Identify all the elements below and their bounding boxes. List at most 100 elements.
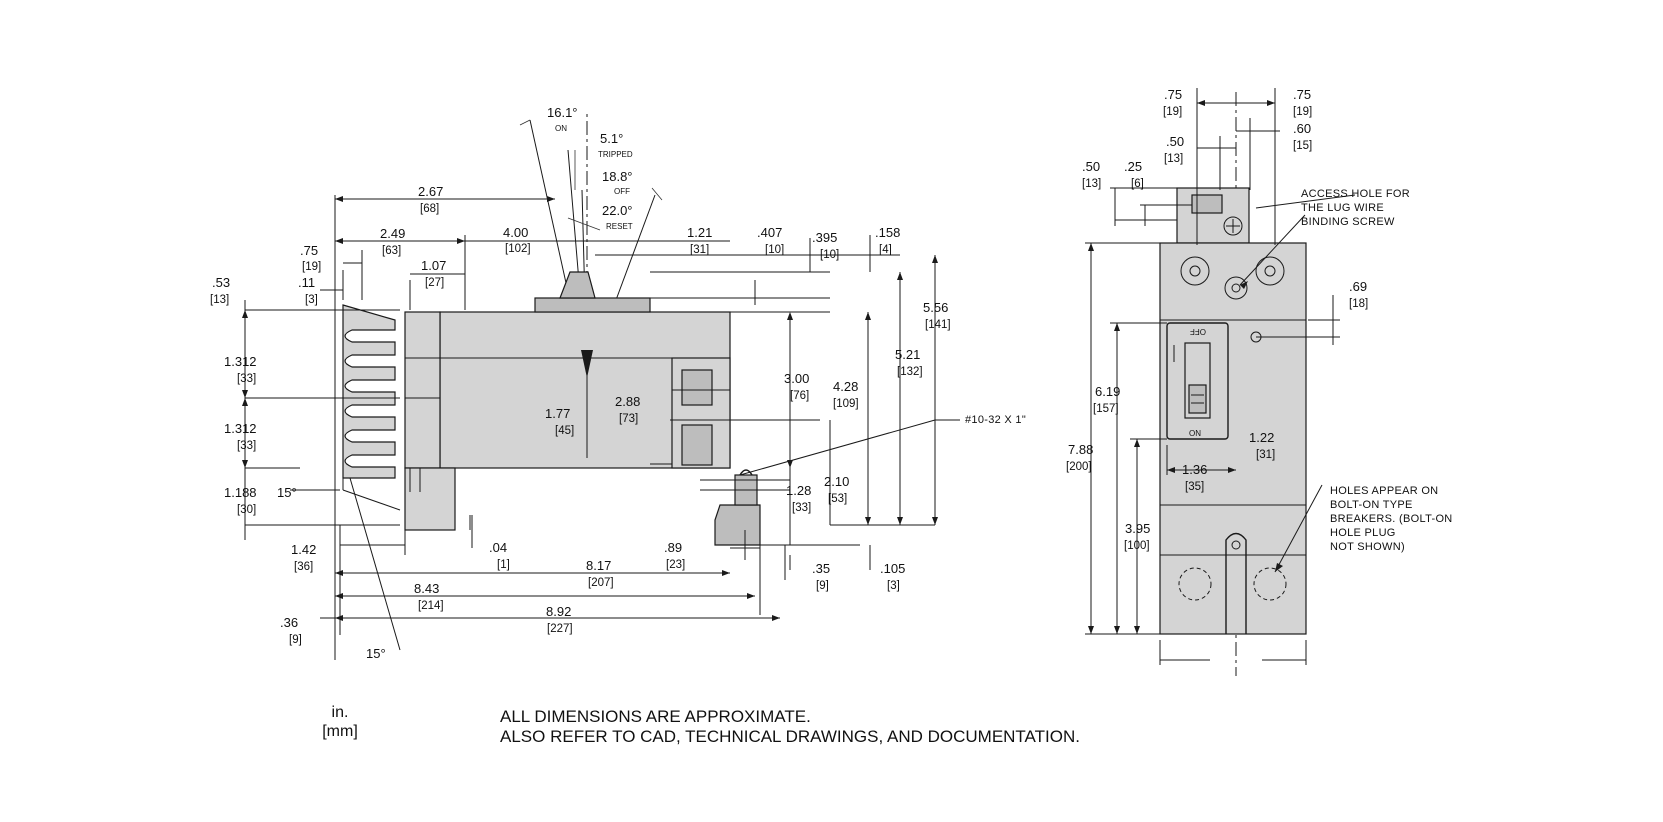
dim-121-mm: [31] — [690, 244, 709, 256]
dim-128-mm: [33] — [792, 502, 811, 514]
dim-1312a-in: 1.312 — [224, 354, 257, 369]
handle-angle-labels: 16.1° ON 5.1° TRIPPED 18.8° OFF 22.0° RE… — [277, 105, 633, 661]
mounting-foot — [700, 469, 790, 560]
holes-note-line4: HOLE PLUG — [1330, 527, 1396, 539]
angle-on-label: ON — [555, 124, 567, 133]
dim-400-in: 4.00 — [503, 225, 528, 240]
extension-lines — [245, 195, 935, 660]
dim-407-mm: [10] — [765, 244, 784, 256]
dim-521-in: 5.21 — [895, 347, 920, 362]
front-dimension-labels: .75 [19] .75 [19] .60 [15] .50 [13] .50 … — [1066, 87, 1368, 552]
angle-on-value: 16.1° — [547, 105, 578, 120]
fdim-395-mm: [100] — [1124, 540, 1150, 552]
dim-089-mm: [23] — [666, 559, 685, 571]
dim-035-in: .35 — [812, 561, 830, 576]
dim-036-in: .36 — [280, 615, 298, 630]
dim-556-mm: [141] — [925, 319, 951, 331]
terminal-hole-right-icon — [1255, 256, 1285, 286]
dim-556-in: 5.56 — [923, 300, 948, 315]
dim-1312b-in: 1.312 — [224, 421, 257, 436]
fdim-075b-in: .75 — [1293, 87, 1311, 102]
handle-mark-bottom: ON — [1189, 429, 1201, 438]
dim-105-in: .105 — [880, 561, 905, 576]
dim-892-in: 8.92 — [546, 604, 571, 619]
fdim-619-mm: [157] — [1093, 403, 1119, 415]
dim-817-in: 8.17 — [586, 558, 611, 573]
lug-angle-top: 15° — [277, 485, 297, 500]
dim-142-mm: [36] — [294, 561, 313, 573]
angle-off-label: OFF — [614, 187, 630, 196]
dim-105-mm: [3] — [887, 580, 900, 592]
fdim-069-in: .69 — [1349, 279, 1367, 294]
dim-128-in: 1.28 — [786, 483, 811, 498]
fdim-136-mm: [35] — [1185, 481, 1204, 493]
dimension-lines — [244, 198, 960, 619]
access-note-line1: ACCESS HOLE FOR — [1301, 188, 1410, 200]
angle-tripped-label: TRIPPED — [598, 150, 633, 159]
dim-036-mm: [9] — [289, 634, 302, 646]
holes-note-line1: HOLES APPEAR ON — [1330, 485, 1438, 497]
holes-note-line5: NOT SHOWN) — [1330, 541, 1405, 553]
handle-escutcheon — [1166, 322, 1229, 440]
dim-300-mm: [76] — [790, 390, 809, 402]
dim-177-in: 1.77 — [545, 406, 570, 421]
angle-reset-label: RESET — [606, 222, 633, 231]
dim-053-mm: [13] — [210, 294, 229, 306]
handle-mark-top: OFF — [1190, 327, 1206, 336]
dim-521-mm: [132] — [897, 366, 923, 378]
breaker-body — [404, 271, 820, 531]
dim-158-mm: [4] — [879, 244, 892, 256]
fdim-050b-in: .50 — [1082, 159, 1100, 174]
dim-817-mm: [207] — [588, 577, 614, 589]
unit-legend: in. [mm] — [310, 703, 370, 741]
holes-note-line2: BOLT-ON TYPE — [1330, 499, 1413, 511]
dim-121-in: 1.21 — [687, 225, 712, 240]
front-view: OFF ON — [1066, 87, 1453, 676]
dim-075-in: .75 — [300, 243, 318, 258]
dim-089-in: .89 — [664, 540, 682, 555]
lug-screw-icon — [1223, 216, 1243, 236]
dim-1188-mm: [30] — [237, 504, 256, 516]
dim-395-mm: [10] — [820, 249, 839, 261]
lug-angle-bottom: 15° — [366, 646, 386, 661]
plug-on-jaw — [342, 304, 401, 511]
dim-075-mm: [19] — [302, 261, 321, 273]
fdim-075a-in: .75 — [1164, 87, 1182, 102]
angle-tripped-value: 5.1° — [600, 131, 623, 146]
fdim-025-mm: [6] — [1131, 178, 1144, 190]
fdim-619-in: 6.19 — [1095, 384, 1120, 399]
fdim-122-mm: [31] — [1256, 449, 1275, 461]
dim-400-mm: [102] — [505, 243, 531, 255]
access-note-line2: THE LUG WIRE — [1301, 202, 1384, 214]
fdim-075a-mm: [19] — [1163, 106, 1182, 118]
dim-004-mm: [1] — [497, 559, 510, 571]
dim-1312a-mm: [33] — [237, 373, 256, 385]
dim-395-in: .395 — [812, 230, 837, 245]
fdim-050a-in: .50 — [1166, 134, 1184, 149]
dim-288-mm: [73] — [619, 413, 638, 425]
dim-1312b-mm: [33] — [237, 440, 256, 452]
dim-035-mm: [9] — [816, 580, 829, 592]
dim-011-in: .11 — [298, 275, 315, 290]
side-view: 16.1° ON 5.1° TRIPPED 18.8° OFF 22.0° RE… — [210, 105, 1026, 661]
dim-288-in: 2.88 — [615, 394, 640, 409]
angle-reset-value: 22.0° — [602, 203, 633, 218]
holes-note-line3: BREAKERS. (BOLT-ON — [1330, 513, 1453, 525]
fdim-050a-mm: [13] — [1164, 153, 1183, 165]
dim-300-in: 3.00 — [784, 371, 809, 386]
fdim-788-mm: [200] — [1066, 461, 1092, 473]
fdim-788-in: 7.88 — [1068, 442, 1093, 457]
dim-267-mm: [68] — [420, 203, 439, 215]
fdim-075b-mm: [19] — [1293, 106, 1312, 118]
dim-428-in: 4.28 — [833, 379, 858, 394]
screw-callout: #10-32 X 1" — [965, 414, 1026, 426]
dim-053-in: .53 — [212, 275, 230, 290]
dim-843-mm: [214] — [418, 600, 444, 612]
fdim-395-in: 3.95 — [1125, 521, 1150, 536]
fdim-050b-mm: [13] — [1082, 178, 1101, 190]
dim-177-mm: [45] — [555, 425, 574, 437]
angle-off-value: 18.8° — [602, 169, 633, 184]
dim-1188-in: 1.188 — [224, 485, 257, 500]
side-dimension-labels: 2.67 [68] 2.49 [63] .75 [19] .11 [3] 1.0… — [210, 184, 1026, 646]
